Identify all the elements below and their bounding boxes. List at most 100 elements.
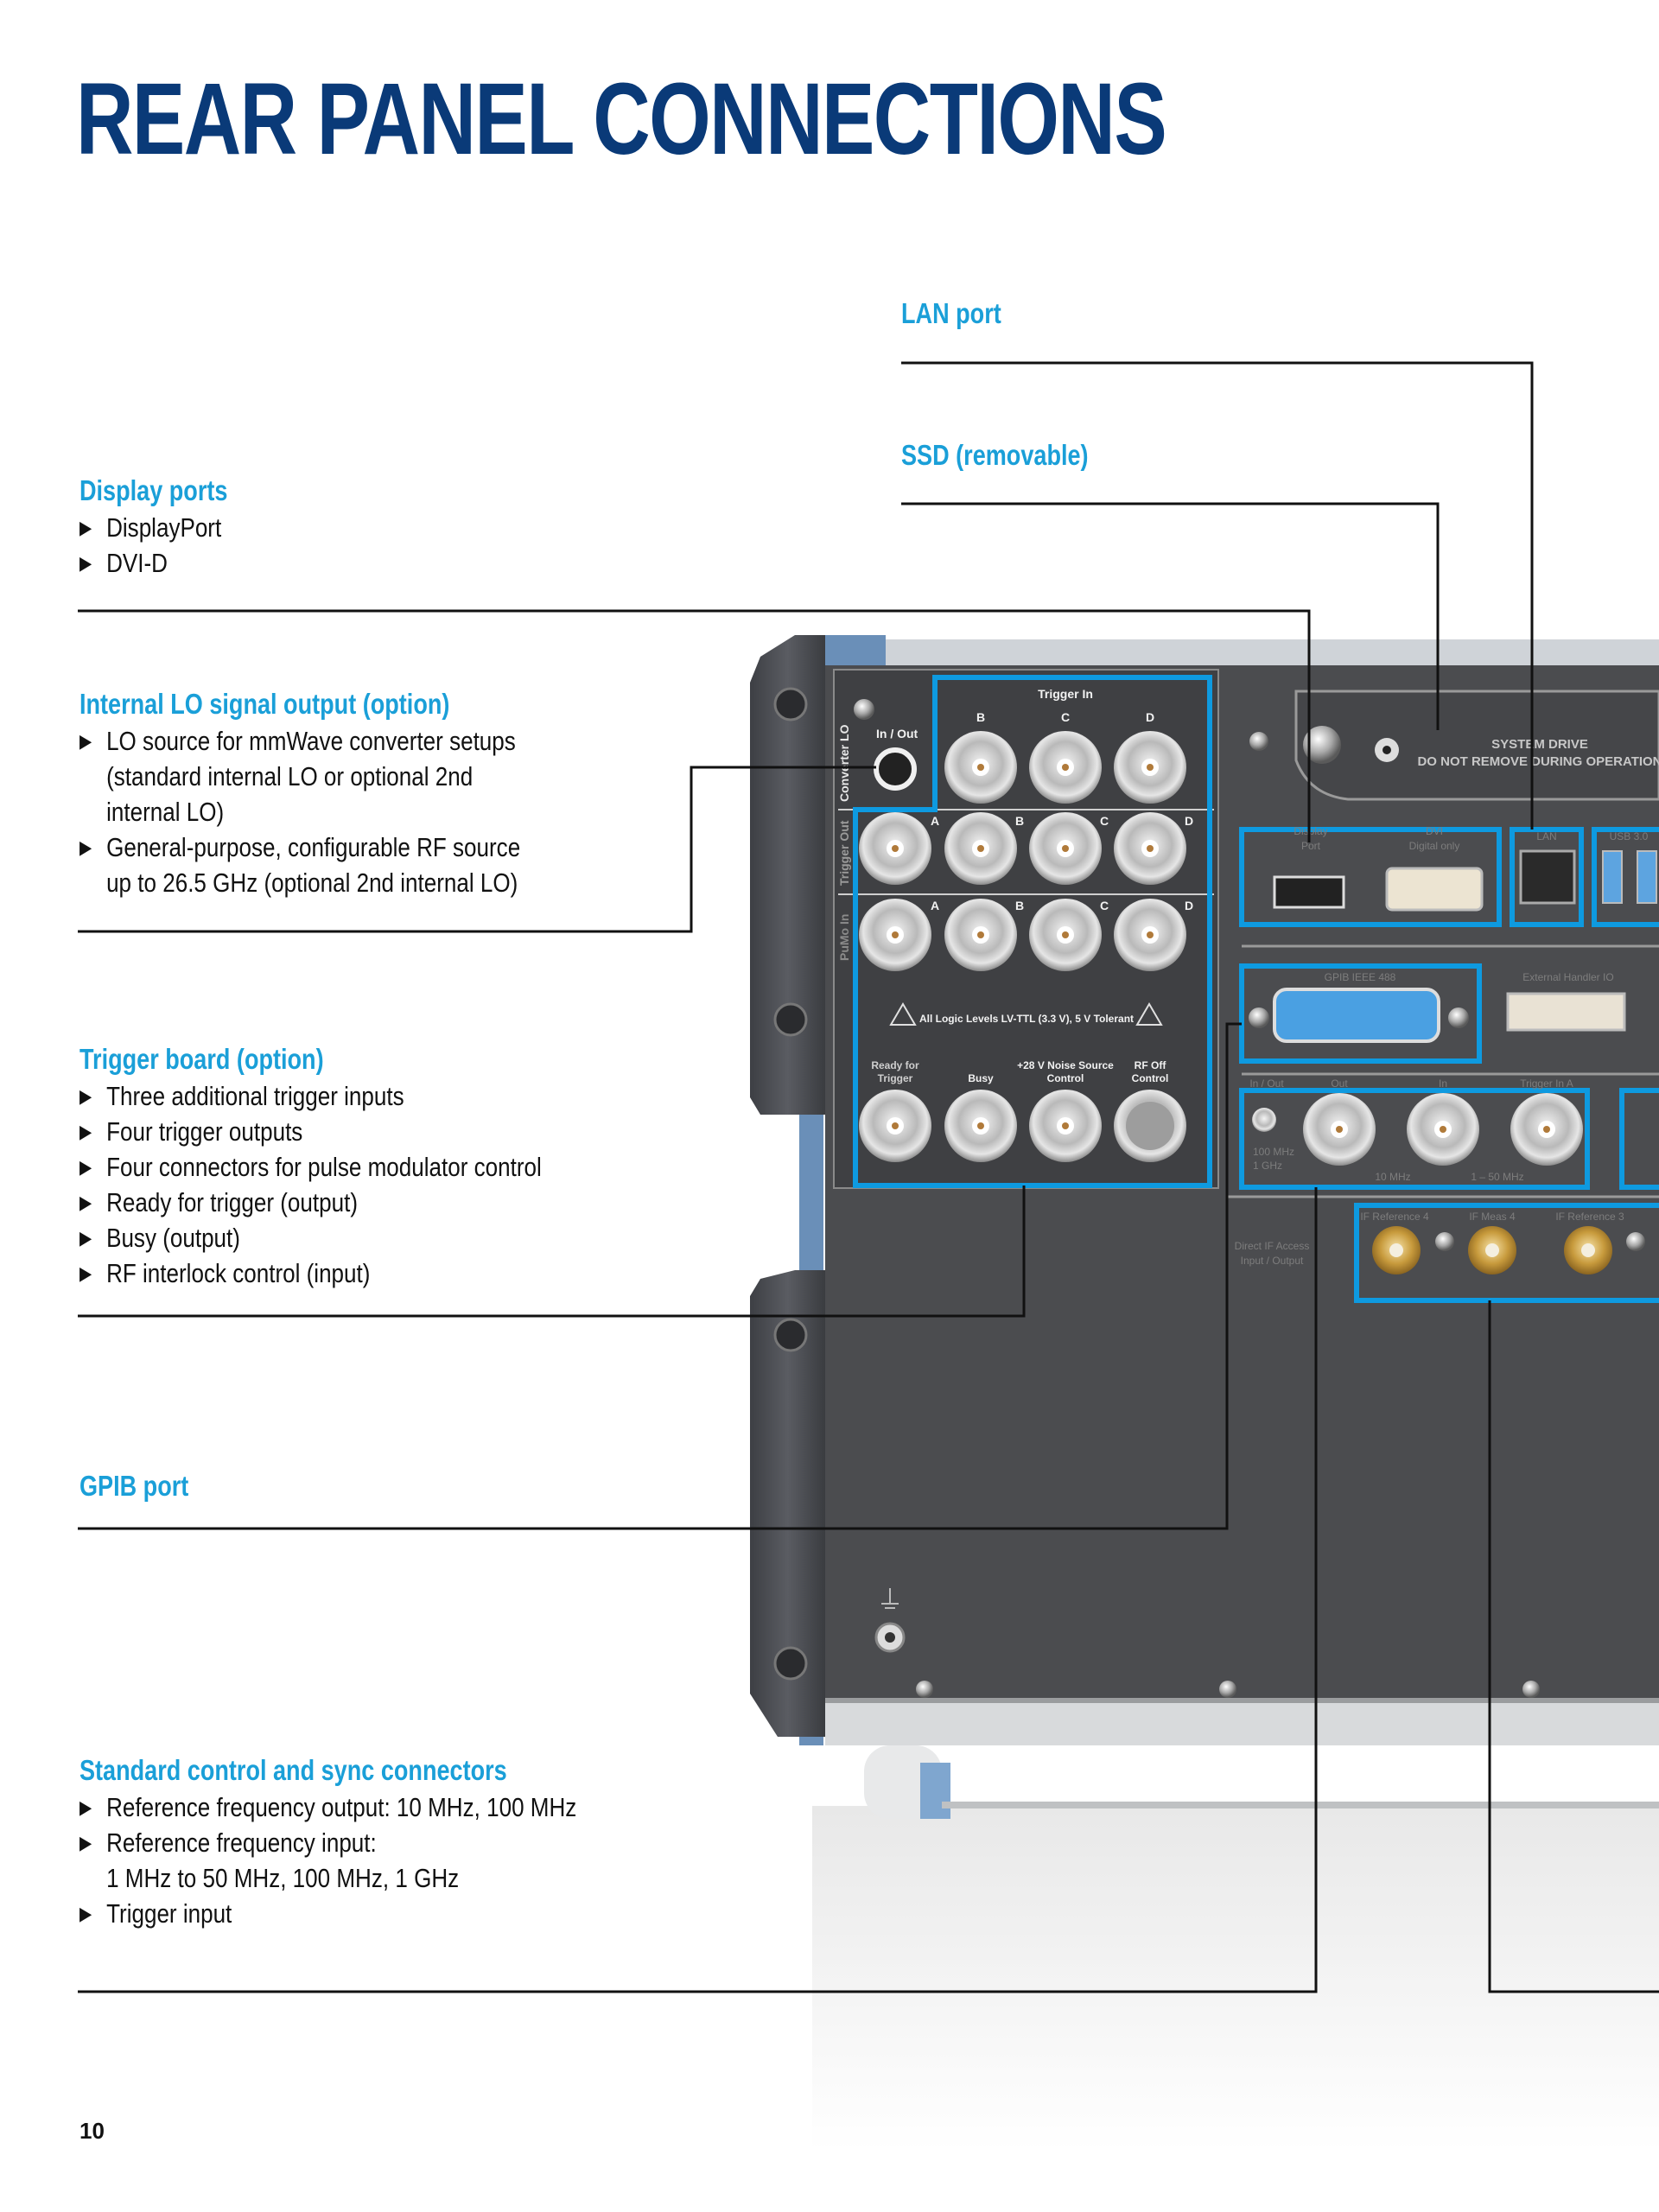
pumo-in-connectors — [859, 899, 1186, 971]
upper-handle — [750, 635, 825, 1115]
list-item-continued: 1 MHz to 50 MHz, 100 MHz, 1 GHz — [106, 1863, 460, 1893]
label-system-drive: SYSTEM DRIVE — [1491, 737, 1588, 752]
section-trigger-board: Trigger board (option) ▶Three additional… — [79, 1042, 630, 1291]
display-ports-highlight — [1239, 827, 1502, 927]
label-if-meas-4: IF Meas 4 — [1469, 1211, 1516, 1223]
list-item: ▶Reference frequency output: 10 MHz, 100… — [79, 1789, 576, 1825]
lan-connector — [1519, 849, 1576, 905]
leader-standard-control — [78, 1187, 1318, 1993]
list-item-continued: up to 26.5 GHz (optional 2nd internal LO… — [106, 868, 518, 898]
section-heading: GPIB port — [79, 1470, 189, 1502]
label-gpib: GPIB IEEE 488 — [1325, 971, 1396, 983]
label-col: A — [931, 814, 939, 828]
label-col: C — [1100, 814, 1109, 828]
section-heading: Standard control and sync connectors — [79, 1754, 507, 1786]
list-item: ▶DVI-D — [79, 545, 232, 581]
label-10mhz: 10 MHz — [1375, 1171, 1410, 1183]
trigger-board-highlight — [853, 675, 1212, 1188]
label-1-50mhz: 1 – 50 MHz — [1471, 1171, 1523, 1183]
section-display-ports: Display ports ▶DisplayPort ▶DVI-D — [79, 474, 260, 581]
label-ready-for: Ready for — [871, 1059, 919, 1071]
label-ref-in-out: In / Out — [1249, 1077, 1284, 1090]
list-item: ▶Three additional trigger inputs — [79, 1078, 542, 1114]
bullet-icon: ▶ — [79, 836, 92, 858]
section-heading: Trigger board (option) — [79, 1043, 324, 1075]
bullet-icon: ▶ — [79, 1796, 92, 1818]
section-heading: Display ports — [79, 474, 228, 506]
list-item: ▶LO source for mmWave converter setups — [79, 723, 520, 759]
label-rf-off: RF Off — [1135, 1059, 1167, 1071]
leader-ssd — [901, 502, 1440, 730]
warning-icon — [1135, 1002, 1163, 1026]
label-rf-off-control: Control — [1132, 1072, 1169, 1084]
label-lan: LAN — [1536, 830, 1556, 842]
label-1ghz: 1 GHz — [1253, 1160, 1282, 1172]
label-col: D — [1146, 710, 1154, 724]
gpib-highlight — [1239, 963, 1482, 1064]
bullet-icon: ▶ — [79, 1156, 92, 1178]
gpib-connector — [1273, 988, 1440, 1043]
list-item: ▶Reference frequency input: — [79, 1825, 576, 1860]
label-do-not-remove: DO NOT REMOVE DURING OPERATION — [1417, 754, 1659, 769]
ssd-bay — [1294, 690, 1659, 801]
lan-highlight — [1510, 827, 1584, 927]
list-item: ▶Four connectors for pulse modulator con… — [79, 1149, 542, 1185]
section-heading: Internal LO signal output (option) — [79, 688, 450, 720]
callout-lan-port: LAN port — [901, 297, 1001, 329]
page-title: REAR PANEL CONNECTIONS — [76, 62, 1167, 176]
trigger-out-connectors — [859, 812, 1186, 885]
sync-connectors-highlight — [1239, 1088, 1590, 1190]
warning-icon — [889, 1002, 917, 1026]
label-input-output: Input / Output — [1241, 1255, 1304, 1267]
label-trigger-in: Trigger In — [1038, 687, 1093, 701]
label-col: B — [976, 710, 985, 724]
lower-handle — [750, 1270, 825, 1737]
label-col: B — [1015, 814, 1024, 828]
label-col: B — [1015, 899, 1024, 912]
list-item: ▶RF interlock control (input) — [79, 1255, 542, 1291]
floor-reflection — [812, 1806, 1659, 2152]
label-noise-source: +28 V Noise Source — [1017, 1059, 1114, 1071]
bullet-icon: ▶ — [79, 1227, 92, 1249]
leader-internal-lo — [78, 766, 876, 933]
list-item-continued: (standard internal LO or optional 2nd — [106, 761, 474, 791]
label-converter-lo: Converter LO — [837, 724, 851, 802]
label-direct-if: Direct IF Access — [1235, 1240, 1310, 1252]
label-if-reference-3: IF Reference 3 — [1555, 1211, 1624, 1223]
list-item-continued: internal LO) — [106, 797, 225, 827]
section-standard-control: Standard control and sync connectors ▶Re… — [79, 1753, 671, 1931]
bullet-icon: ▶ — [79, 1903, 92, 1924]
label-col: D — [1185, 814, 1193, 828]
label-busy: Busy — [968, 1072, 994, 1084]
list-item: ▶Ready for trigger (output) — [79, 1185, 542, 1220]
usb-port — [1602, 850, 1623, 904]
callout-ssd: SSD (removable) — [901, 439, 1089, 471]
list-item: ▶General-purpose, configurable RF source — [79, 830, 520, 865]
bullet-icon: ▶ — [79, 1832, 92, 1853]
list-item: ▶Trigger input — [79, 1896, 576, 1931]
bullet-icon: ▶ — [79, 1192, 92, 1213]
label-in-out: In / Out — [876, 727, 918, 741]
section-internal-lo: Internal LO signal output (option) ▶LO s… — [79, 687, 604, 900]
label-dvi: DVI — [1426, 825, 1443, 837]
displayport-connector — [1273, 875, 1345, 909]
leader-trigger-board — [78, 1185, 1026, 1318]
trigger-in-connectors — [944, 731, 1186, 804]
leader-gpib — [78, 1022, 1242, 1530]
label-trigger-in-a: Trigger In A — [1520, 1077, 1573, 1090]
page-number: 10 — [79, 2118, 105, 2144]
label-col: C — [1100, 899, 1109, 912]
bullet-icon: ▶ — [79, 730, 92, 752]
bullet-icon: ▶ — [79, 1262, 92, 1284]
label-pumo-in: PuMo In — [837, 914, 851, 961]
control-connectors — [859, 1090, 1186, 1162]
label-100mhz: 100 MHz — [1253, 1146, 1294, 1158]
list-item: ▶Four trigger outputs — [79, 1114, 542, 1149]
label-usb: USB 3.0 — [1610, 830, 1649, 842]
usb-port — [1637, 850, 1657, 904]
list-item: ▶Busy (output) — [79, 1220, 542, 1255]
bullet-icon: ▶ — [79, 1085, 92, 1107]
label-external-handler: External Handler IO — [1522, 971, 1613, 983]
section-gpib: GPIB port — [79, 1469, 213, 1503]
